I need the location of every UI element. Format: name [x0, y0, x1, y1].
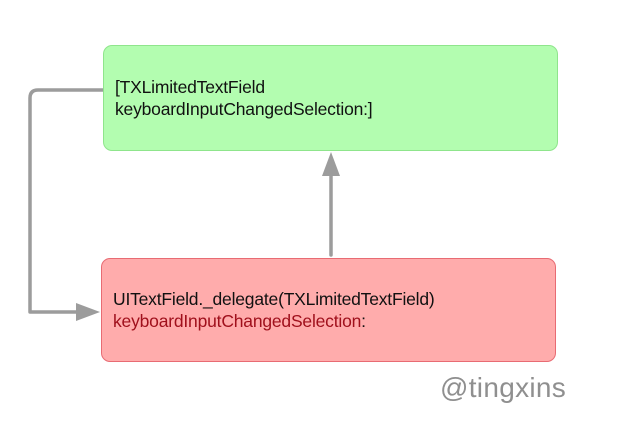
node-top-line-2: keyboardInputChangedSelection:]	[115, 99, 373, 119]
up-arrowhead-icon	[322, 152, 340, 176]
node-top-line-1: [TXLimitedTextField	[115, 77, 265, 97]
watermark: @tingxins	[440, 372, 567, 403]
selector-colon: :	[361, 311, 366, 331]
loop-connector-line	[28, 88, 103, 314]
loop-arrowhead-icon	[76, 303, 100, 321]
node-txlimitedtextfield-method: [TXLimitedTextField keyboardInputChanged…	[103, 45, 558, 151]
selector-highlight: keyboardInputChangedSelection	[113, 311, 362, 331]
node-uitextfield-delegate: UITextField._delegate(TXLimitedTextField…	[101, 258, 556, 362]
node-bottom-line-2: keyboardInputChangedSelection:	[113, 310, 555, 332]
node-bottom-line-1: UITextField._delegate(TXLimitedTextField…	[113, 289, 435, 309]
